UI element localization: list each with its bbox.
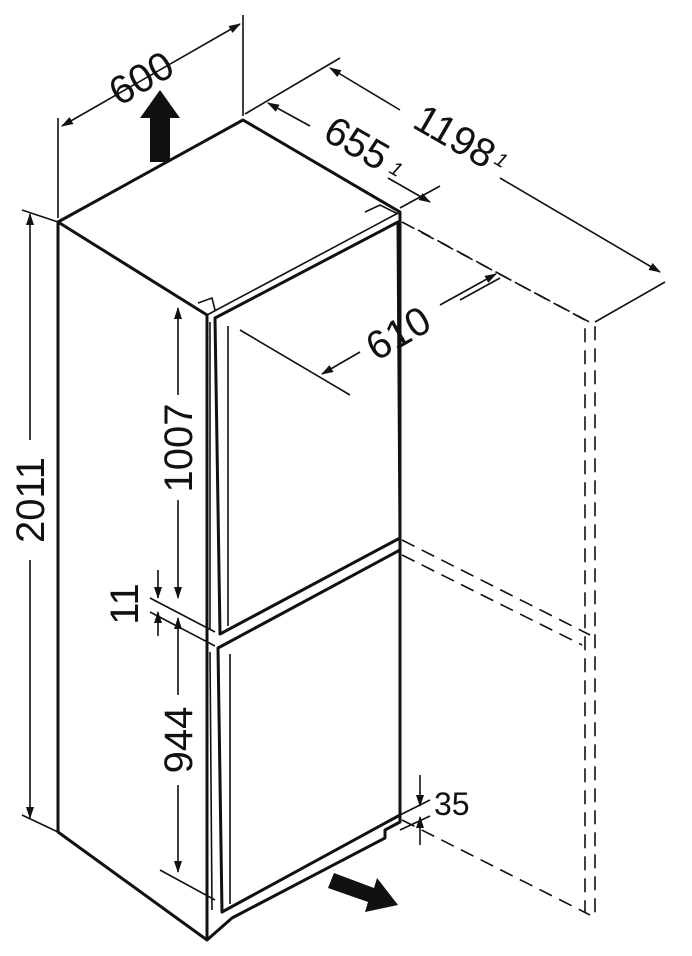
door-open-depth-label: 1198 — [406, 96, 502, 177]
air-inlet-arrow-right-icon — [328, 873, 398, 912]
lower-door — [209, 548, 402, 914]
dimension-lines — [21, 15, 666, 901]
niche-depth-label: 610 — [359, 298, 439, 369]
upper-door — [209, 220, 402, 636]
total-height-label: 2011 — [9, 457, 53, 543]
upper-door-height-label: 1007 — [157, 404, 201, 493]
air-outlet-arrow-up-icon — [140, 90, 180, 162]
lower-door-height-label: 944 — [157, 707, 201, 774]
plinth-height-label: 35 — [434, 786, 470, 822]
fridge-body — [56, 118, 402, 942]
door-gap-label: 11 — [103, 583, 147, 625]
niche-outline — [401, 221, 596, 916]
